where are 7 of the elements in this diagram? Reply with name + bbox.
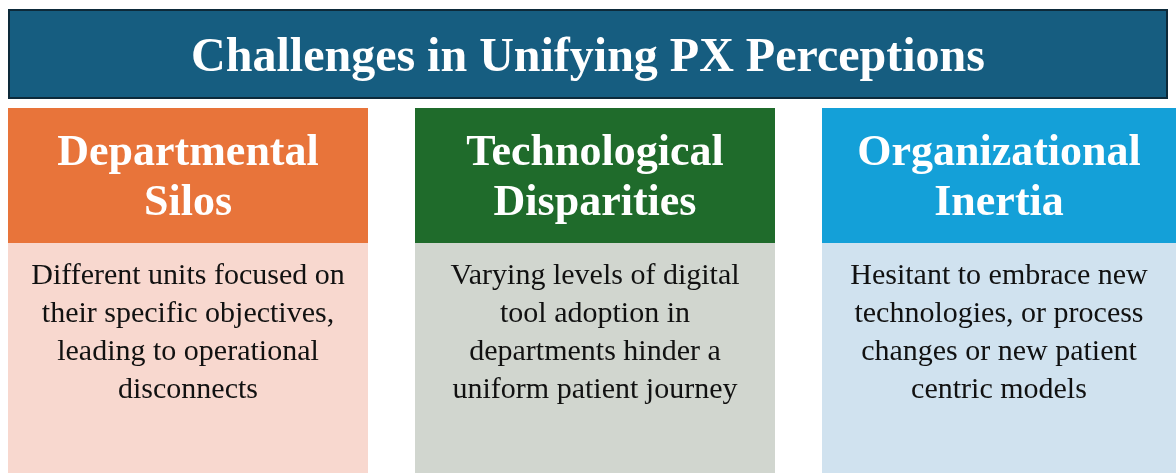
column-description: Different units focused on their specific objectives, leading to operational disconnects xyxy=(8,243,368,473)
column-description: Varying levels of digital tool adoption in departments hinder a uniform patient journey xyxy=(415,243,775,473)
title-banner: Challenges in Unifying PX Perceptions xyxy=(8,9,1168,99)
column-heading: Organizational Inertia xyxy=(822,108,1176,243)
column-heading: Technological Disparities xyxy=(415,108,775,243)
column-heading: Departmental Silos xyxy=(8,108,368,243)
column-description: Hesitant to embrace new technologies, or process changes or new patient centric models xyxy=(822,243,1176,473)
